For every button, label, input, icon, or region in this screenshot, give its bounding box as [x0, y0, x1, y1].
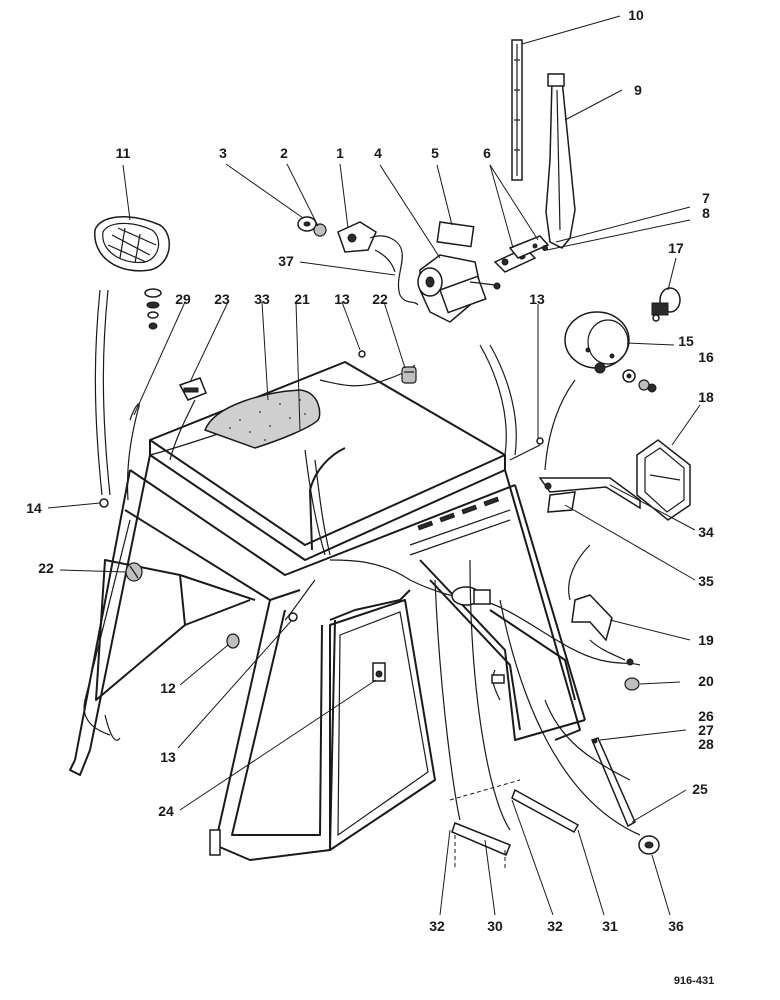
lamp-bracket — [538, 477, 641, 513]
callout-24: 24 — [158, 803, 174, 819]
callout-11: 11 — [116, 145, 131, 161]
callout-13-top: 13 — [334, 291, 350, 307]
mounting-plates — [493, 235, 550, 273]
callout-18: 18 — [698, 389, 714, 405]
callout-17: 17 — [668, 240, 684, 256]
wiper-blade — [511, 39, 523, 181]
work-lamp — [94, 216, 170, 330]
lead-37 — [374, 249, 396, 273]
callout-32-right: 32 — [547, 918, 563, 934]
clip-14 — [99, 498, 109, 508]
callout-34: 34 — [698, 524, 714, 540]
callout-29: 29 — [175, 291, 191, 307]
connector-bracket — [571, 594, 634, 666]
bulb — [651, 287, 681, 322]
callout-14: 14 — [26, 500, 42, 516]
cab-frame — [69, 361, 586, 861]
callout-36: 36 — [668, 918, 684, 934]
stay-bar-25 — [590, 737, 636, 828]
cable-29 — [126, 403, 140, 501]
rod-21 — [309, 447, 346, 551]
clip-23 — [178, 377, 207, 401]
callout-3: 3 — [219, 145, 227, 161]
callout-9: 9 — [634, 82, 642, 98]
callout-16: 16 — [698, 349, 714, 365]
switch-parts — [297, 216, 419, 306]
door-frame — [214, 599, 336, 861]
callout-labels: 10 9 11 3 2 1 4 5 6 7 8 17 37 29 23 33 2… — [26, 7, 714, 934]
bottom-leaders — [439, 799, 554, 916]
callout-25: 25 — [692, 781, 708, 797]
callout-15: 15 — [678, 333, 694, 349]
callout-27: 27 — [698, 722, 714, 738]
callout-10: 10 — [628, 7, 644, 23]
callout-8: 8 — [702, 205, 710, 221]
callout-12: 12 — [160, 680, 176, 696]
callout-6: 6 — [483, 145, 491, 161]
header-slots — [417, 496, 500, 531]
screw-13-left — [288, 612, 298, 622]
callout-5: 5 — [431, 145, 439, 161]
trim-strips — [449, 779, 580, 870]
grommet-12 — [226, 633, 240, 649]
interior-motor — [451, 586, 505, 684]
gasket — [436, 221, 475, 248]
callout-1: 1 — [336, 145, 344, 161]
callout-20: 20 — [698, 673, 714, 689]
leader-lines — [47, 15, 701, 916]
callout-35: 35 — [698, 573, 714, 589]
screw-13-right — [536, 437, 544, 445]
headlining-panel — [204, 389, 321, 449]
drawing-reference: 916-431 — [674, 975, 714, 987]
left-pillar — [74, 469, 131, 761]
right-pillar — [504, 469, 581, 741]
callout-13-right: 13 — [529, 291, 545, 307]
door-glass — [329, 599, 436, 851]
trim-curves — [94, 289, 641, 836]
callout-22-top: 22 — [372, 291, 388, 307]
grommet-20 — [624, 677, 640, 691]
callout-28: 28 — [698, 736, 714, 752]
callout-31: 31 — [602, 918, 618, 934]
grommet-22-side — [125, 562, 143, 582]
callout-33: 33 — [254, 291, 270, 307]
clip-36 — [638, 835, 660, 855]
callout-4: 4 — [374, 145, 382, 161]
callout-22-side: 22 — [38, 560, 54, 576]
callout-26: 26 — [698, 708, 714, 724]
wiper-motor — [417, 254, 501, 323]
callout-2: 2 — [280, 145, 288, 161]
callout-37: 37 — [278, 253, 294, 269]
screw-13-top — [358, 350, 366, 358]
switch-24 — [372, 662, 386, 682]
callout-21: 21 — [294, 291, 310, 307]
callout-23: 23 — [214, 291, 230, 307]
callout-7: 7 — [702, 190, 710, 206]
grommet-22-top — [401, 366, 417, 384]
rear-lamp — [636, 439, 691, 521]
callout-32-left: 32 — [429, 918, 445, 934]
callout-19: 19 — [698, 632, 714, 648]
wiper-arm — [545, 73, 576, 249]
rotating-lamp — [564, 311, 657, 393]
callout-30: 30 — [487, 918, 503, 934]
headlining-texture — [229, 399, 306, 441]
callout-13-left: 13 — [160, 749, 176, 765]
